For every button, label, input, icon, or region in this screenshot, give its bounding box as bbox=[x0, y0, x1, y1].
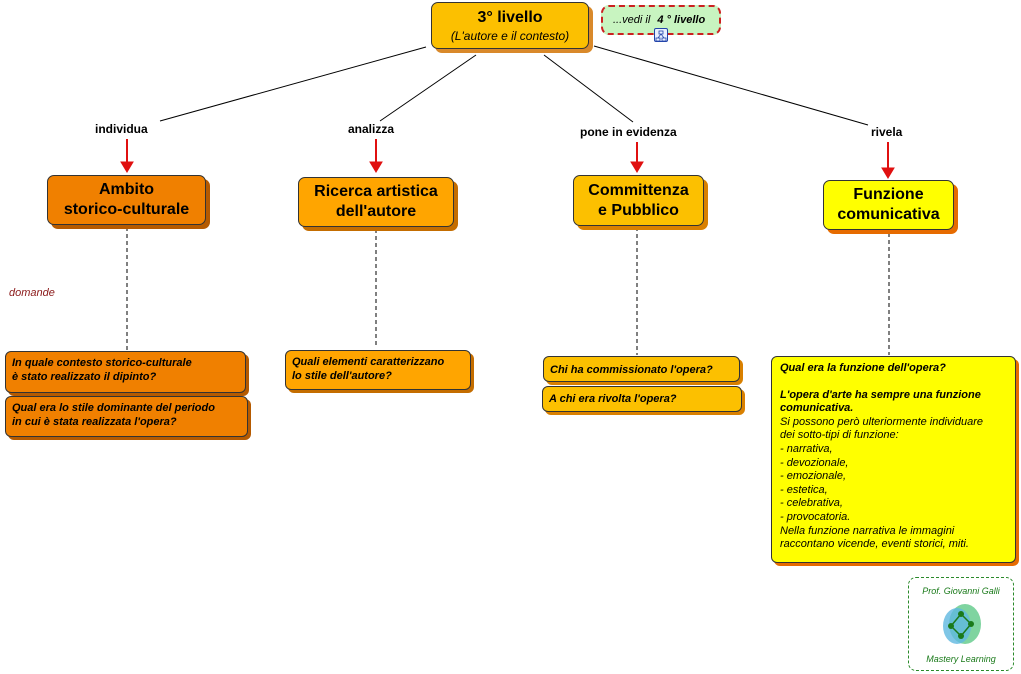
credit-brand: Mastery Learning bbox=[926, 654, 996, 664]
node-committenza[interactable]: Committenza e Pubblico bbox=[573, 175, 704, 226]
top-title: 3° livello bbox=[477, 9, 543, 26]
question-committenza-2[interactable]: A chi era rivolta l'opera? bbox=[542, 386, 742, 412]
connector-pone bbox=[543, 54, 634, 123]
node-committenza-line2: e Pubblico bbox=[598, 201, 679, 219]
top-subtitle: (L'autore e il contesto) bbox=[450, 29, 570, 43]
link-label-rivela: rivela bbox=[871, 125, 903, 139]
funzione-body-4: - emozionale, bbox=[780, 470, 847, 483]
question-committenza-1[interactable]: Chi ha commissionato l'opera? bbox=[543, 356, 740, 382]
node-ricerca-line1: Ricerca artistica bbox=[314, 183, 438, 200]
top-node[interactable]: 3° livello (L'autore e il contesto) bbox=[431, 2, 589, 49]
question-ricerca-1[interactable]: Quali elementi caratterizzano lo stile d… bbox=[285, 350, 471, 390]
node-ambito-line2: storico-culturale bbox=[63, 201, 190, 218]
see-next-level: 4 ° livello bbox=[657, 14, 706, 26]
link-label-analizza: analizza bbox=[348, 122, 395, 136]
node-ricerca-line2: dell'autore bbox=[335, 203, 417, 220]
connector-analizza bbox=[379, 54, 477, 122]
arrow-head-analizza bbox=[369, 161, 383, 173]
funzione-body-1: dei sotto-tipi di funzione: bbox=[780, 429, 899, 442]
link-label-individua: individua bbox=[95, 122, 148, 136]
credit-box[interactable]: Prof. Giovanni Galli Mastery Learning bbox=[908, 577, 1014, 671]
mastery-learning-logo-icon bbox=[943, 604, 981, 644]
node-ambito-line1: Ambito bbox=[98, 181, 155, 198]
question-ambito-1[interactable]: In quale contesto storico-culturale è st… bbox=[5, 351, 246, 393]
funzione-body-3: - devozionale, bbox=[780, 456, 849, 469]
arrow-group bbox=[120, 139, 895, 179]
node-ricerca[interactable]: Ricerca artistica dell'autore bbox=[298, 177, 454, 227]
credit-author: Prof. Giovanni Galli bbox=[922, 586, 1000, 596]
link-label-pone: pone in evidenza bbox=[580, 125, 677, 139]
domande-label: domande bbox=[9, 287, 55, 299]
funzione-body-8: Nella funzione narrativa le immagini bbox=[780, 524, 955, 537]
node-funzione[interactable]: Funzione comunicativa bbox=[823, 180, 954, 230]
funzione-body-9: raccontano vicende, eventi storici, miti… bbox=[780, 538, 969, 551]
funzione-q2: L'opera d'arte ha sempre una funzione co… bbox=[780, 388, 981, 415]
arrow-head-individua bbox=[120, 161, 134, 173]
funzione-body-2: - narrativa, bbox=[780, 442, 833, 455]
see-next-prefix: ...vedi il bbox=[613, 14, 651, 26]
funzione-body-0: Si possono però ulteriormente individuar… bbox=[780, 415, 984, 428]
node-funzione-line1: Funzione bbox=[853, 186, 924, 203]
node-committenza-line1: Committenza bbox=[588, 181, 689, 199]
arrow-head-pone bbox=[630, 161, 644, 173]
question-ambito-2[interactable]: Qual era lo stile dominante del periodo … bbox=[5, 396, 248, 437]
connector-rivela bbox=[593, 45, 869, 126]
funzione-body-7: - provocatoria. bbox=[780, 510, 851, 523]
question-funzione-box[interactable]: Qual era la funzione dell'opera? L'opera… bbox=[771, 356, 1016, 563]
connector-individua bbox=[159, 46, 427, 122]
node-funzione-line2: comunicativa bbox=[837, 206, 940, 223]
arrow-head-rivela bbox=[881, 167, 895, 179]
funzione-body-5: - estetica, bbox=[780, 483, 828, 496]
dashed-group bbox=[126, 227, 890, 355]
funzione-body-6: - celebrativa, bbox=[780, 497, 843, 510]
concept-map-icon[interactable] bbox=[654, 28, 668, 42]
node-ambito[interactable]: Ambito storico-culturale bbox=[47, 175, 206, 225]
funzione-q1: Qual era la funzione dell'opera? bbox=[780, 362, 946, 374]
